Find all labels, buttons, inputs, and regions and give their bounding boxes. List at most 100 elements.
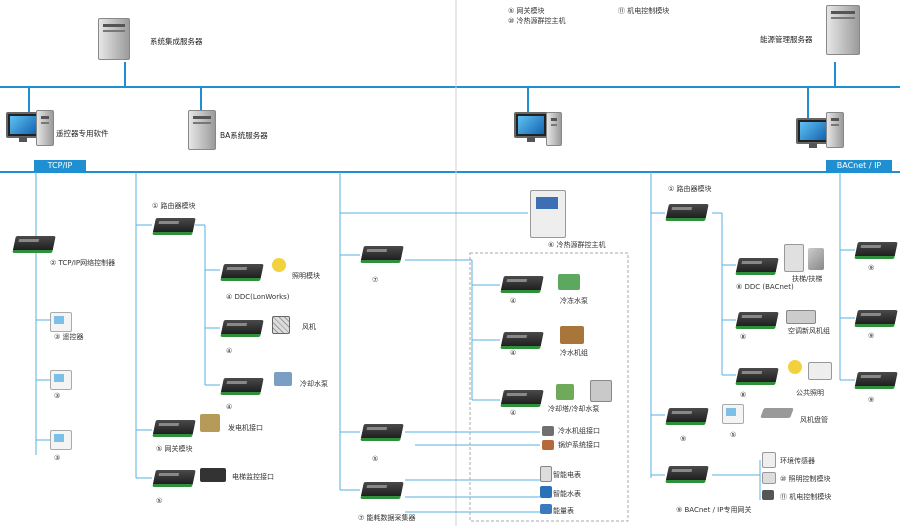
tcpip-controller-label: ② TCP/IP网络控制器 <box>50 259 116 267</box>
chiller-icon <box>560 326 584 344</box>
water-meter-icon <box>540 486 552 498</box>
right-workstation-icon <box>796 118 830 148</box>
collector-icon <box>360 482 404 499</box>
lighting-sensor-label: 照明模块 <box>292 272 320 280</box>
fan-icon <box>272 316 290 334</box>
chw-pump-icon <box>558 274 580 290</box>
elevator-icon <box>784 244 804 272</box>
remote-panel-1-icon <box>50 312 72 332</box>
integration-server-icon <box>98 18 130 60</box>
elevator-interface-label: 电梯监控接口 <box>232 473 274 481</box>
legend-gateway: ⑤ 网关模块 <box>508 7 545 15</box>
ba-server-label: BA系统服务器 <box>220 131 268 140</box>
integration-server-label: 系统集成服务器 <box>150 37 203 46</box>
ba-server-icon <box>188 110 216 150</box>
ddc-ctrl-2-icon <box>360 424 404 441</box>
boiler-interface-label: 锅炉系统接口 <box>558 441 600 449</box>
ddc-8c-label: ⑧ <box>740 391 747 399</box>
lighting-bulb-icon <box>788 360 802 374</box>
right-tower-icon <box>826 112 844 148</box>
tcpip-controller-icon <box>12 236 56 253</box>
remote-software-label: 遥控器专用软件 <box>56 129 109 138</box>
mech-ctrl-icon <box>762 490 774 500</box>
center-tower-icon <box>546 112 562 146</box>
escalator-icon <box>808 248 824 270</box>
ddc-lon-icon <box>220 264 264 281</box>
remote-tower-icon <box>36 110 54 146</box>
ddc-bac-icon <box>735 258 779 275</box>
ddc-ctrl-2-label: ⑤ <box>372 455 379 463</box>
ahu-icon <box>786 310 816 324</box>
lighting-ctrl-icon <box>762 472 776 484</box>
remote-panel-3-icon <box>50 430 72 450</box>
remote-panel-1-label: ③ 遥控器 <box>54 333 84 341</box>
ddc-ctrl-1-icon <box>360 246 404 263</box>
cooling-tower-label: 冷却塔/冷却水泵 <box>548 405 600 413</box>
lighting-label: 公共照明 <box>796 389 824 397</box>
cooling-tower-icon <box>556 384 574 400</box>
ddc-8b-label: ⑧ <box>740 333 747 341</box>
collector-label: ⑦ 能耗数据采集器 <box>358 514 416 522</box>
remote-panel-3-label: ③ <box>54 454 61 462</box>
env-sensor-label: 环境传感器 <box>780 457 815 465</box>
remote-panel-2-icon <box>50 370 72 390</box>
pump-label: 冷却水泵 <box>300 380 328 388</box>
heat-meter-label: 能量表 <box>553 507 574 515</box>
ddc-3-icon <box>220 378 264 395</box>
lighting-panel-icon <box>808 362 832 380</box>
fancoil-label: 风机盘管 <box>800 416 828 424</box>
cooling-pump-icon <box>590 380 612 402</box>
fan-label: 风机 <box>302 323 316 331</box>
right-gw-icon <box>665 408 709 425</box>
energy-server-icon <box>826 5 860 55</box>
ddc-a-icon <box>500 276 544 293</box>
remote-workstation-icon <box>6 112 40 142</box>
chiller-host-label: ⑥ 冷热源群控主机 <box>548 241 606 249</box>
fancoil-icon <box>760 408 794 418</box>
water-meter-label: 智能水表 <box>553 490 581 498</box>
elevator-interface-icon <box>200 468 226 482</box>
energy-server-label: 能源管理服务器 <box>760 35 813 44</box>
bacnet-tag: BACnet / IP <box>826 160 892 172</box>
r1-ctrl-icon <box>854 242 898 259</box>
ddc-8c-icon <box>735 368 779 385</box>
tcpip-tag: TCP/IP <box>34 160 86 172</box>
ddc-bac-label: ⑧ DDC (BACnet) <box>736 283 794 291</box>
vav-label: ⑤ <box>730 431 737 439</box>
chiller-interface-label: 冷水机组接口 <box>558 427 600 435</box>
ddc-3-label: ④ <box>226 403 233 411</box>
right-router-label: ① 路由器模块 <box>668 185 712 193</box>
ddc-2-icon <box>220 320 264 337</box>
bacnet-gw-icon <box>665 466 709 483</box>
ddc-8b-icon <box>735 312 779 329</box>
boiler-if-icon <box>542 440 554 450</box>
lighting-sensor-icon <box>272 258 286 272</box>
elec-meter-icon <box>540 466 552 482</box>
ba-router-label: ① 路由器模块 <box>152 202 196 210</box>
gateway-icon <box>152 420 196 437</box>
mech-ctrl-label: ⑪ 机电控制模块 <box>780 493 832 501</box>
ddc-ctrl-1-label: ⑦ <box>372 276 379 284</box>
ddc-c-label: ④ <box>510 409 517 417</box>
remote-panel-2-label: ③ <box>54 392 61 400</box>
bacnet-gw-label: ⑨ BACnet / IP专用网关 <box>676 506 752 514</box>
elec-meter-label: 智能电表 <box>553 471 581 479</box>
ddc-c-icon <box>500 390 544 407</box>
ahu-label: 空调新风机组 <box>788 327 830 335</box>
lighting-ctrl-label: ⑩ 照明控制模块 <box>780 475 831 483</box>
right-router-icon <box>665 204 709 221</box>
r2-ctrl-icon <box>854 310 898 327</box>
legend-chiller-host: ⑩ 冷热源群控主机 <box>508 17 566 25</box>
ddc-b-label: ④ <box>510 349 517 357</box>
gateway-2-icon <box>152 470 196 487</box>
legend-mech: ⑪ 机电控制模块 <box>618 7 670 15</box>
elevator-label: 扶梯/扶梯 <box>792 275 823 283</box>
chiller-host-icon <box>530 190 566 238</box>
ddc-lon-label: ④ DDC(LonWorks) <box>226 293 290 301</box>
r3-label: ⑨ <box>868 396 875 404</box>
generator-icon <box>200 414 220 432</box>
r1-label: ⑨ <box>868 264 875 272</box>
gateway-label: ⑤ 网关模块 <box>156 445 193 453</box>
